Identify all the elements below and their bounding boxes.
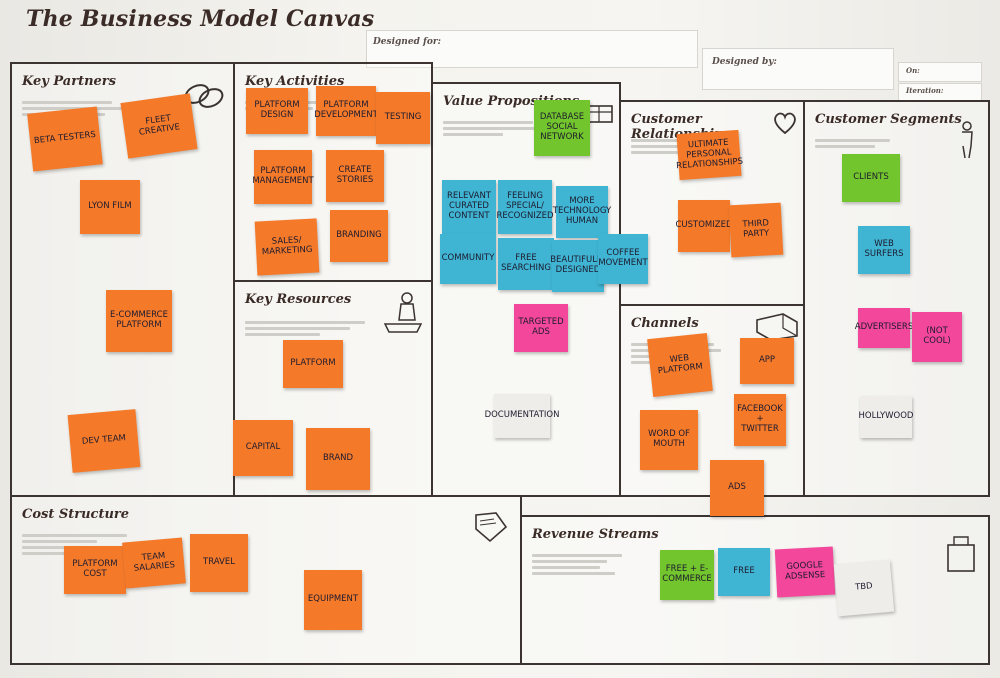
person-icon: [962, 121, 973, 159]
sticky-note: Database Social network: [534, 100, 590, 156]
sticky-note: Platform Cost: [64, 546, 126, 594]
sticky-note: Google AdSense: [774, 546, 836, 598]
sticky-note: Facebook + Twitter: [734, 394, 786, 446]
sticky-note: Lyon Film: [80, 180, 140, 234]
key-resources-hint: [245, 318, 395, 339]
sticky-note: Community: [440, 234, 496, 284]
sticky-note: Free searching: [498, 238, 554, 290]
sticky-note: Sales/ Marketing: [254, 218, 320, 276]
cost-structure-hint: [22, 531, 172, 558]
sticky-note: Platform Development: [314, 86, 378, 136]
sticky-note: Fleet Creative: [120, 93, 198, 159]
sticky-note: Documentation: [485, 394, 559, 438]
key-resources-title: Key Resources: [245, 292, 352, 307]
price-tag-icon: [475, 512, 508, 543]
sticky-note: Capital: [233, 420, 293, 476]
sticky-note: Platform: [283, 340, 343, 388]
sticky-note: Hollywood: [859, 396, 913, 438]
sticky-note: Dev Team: [67, 409, 141, 473]
revenue-streams-hint: [532, 551, 682, 578]
customer-segments-hint: [815, 136, 965, 151]
customer-relationships-hint: [631, 136, 781, 157]
sticky-note: Word of mouth: [640, 410, 698, 470]
sticky-note: Free: [718, 548, 770, 596]
sticky-note: Brand: [306, 428, 370, 490]
sticky-note: TBD: [833, 559, 895, 617]
sticky-note: Ultimate personal relationships: [676, 129, 743, 181]
sticky-note: Clients: [842, 154, 900, 202]
sticky-note: Beta Testers: [27, 106, 103, 172]
sticky-note: E-commerce platform: [106, 290, 172, 352]
channels-title: Channels: [631, 316, 699, 331]
sticky-note: Free + E-commerce: [660, 550, 714, 600]
designed-for-label: Designed for:: [373, 37, 441, 47]
sticky-note: Equipment: [304, 570, 362, 630]
sticky-note: Coffee movement: [598, 234, 648, 284]
designed-by-label: Designed by:: [712, 57, 777, 67]
sticky-note: Ads: [710, 460, 764, 516]
sticky-note: Third party: [728, 202, 784, 258]
canvas-title: The Business Model Canvas: [26, 6, 375, 32]
sticky-note: (not cool): [912, 312, 962, 362]
heart-icon: [774, 112, 796, 135]
designed-by-field: [702, 48, 894, 90]
sticky-note: Web platform: [647, 333, 713, 397]
iteration-label: Iteration:: [906, 86, 944, 95]
on-label: On:: [906, 66, 920, 75]
revenue-streams-title: Revenue Streams: [532, 527, 659, 542]
sticky-note: App: [740, 338, 794, 384]
factory-worker-icon: [383, 292, 423, 333]
delivery-truck-icon: [756, 313, 798, 341]
sticky-note: Branding: [330, 210, 388, 262]
key-partners-title: Key Partners: [22, 74, 116, 89]
sticky-note: Beautifully designed: [550, 240, 606, 292]
customer-segments-title: Customer Segments: [815, 112, 962, 127]
on-field: [898, 62, 982, 82]
sticky-note: Customized: [676, 200, 733, 252]
sticky-note: Testing: [376, 92, 430, 144]
sticky-note: Advertisers: [855, 308, 913, 348]
sticky-note: Targeted Ads: [514, 304, 568, 352]
sticky-note: Web surfers: [858, 226, 910, 274]
sticky-note: Travel: [190, 534, 248, 592]
sticky-note: Create Stories: [326, 150, 384, 202]
designed-for-field: [366, 30, 698, 68]
value-propositions-hint: [443, 118, 593, 139]
sticky-note: Team salaries: [122, 537, 186, 589]
money-bag-icon: [947, 536, 975, 572]
sticky-note: More technology human: [553, 186, 611, 238]
sticky-note: Platform Management: [252, 150, 314, 204]
cost-structure-title: Cost Structure: [22, 507, 130, 522]
key-activities-title: Key Activities: [245, 74, 345, 89]
sticky-note: Platform Design: [246, 88, 308, 134]
sticky-note: Relevant curated content: [442, 180, 496, 234]
sticky-note: Feeling special/ recognized: [496, 180, 554, 234]
